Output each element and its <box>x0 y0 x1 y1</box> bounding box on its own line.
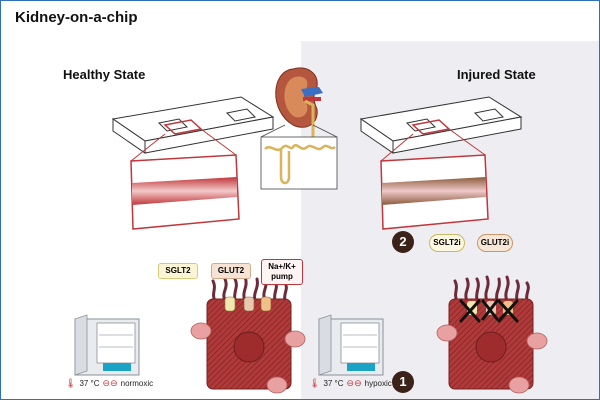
thermometer-icon: 🌡 <box>65 378 77 388</box>
injured-cell <box>436 275 548 394</box>
injured-conditions: 🌡 37 °C ⊖⊖ hypoxic <box>309 378 392 389</box>
healthy-cell <box>190 275 306 394</box>
label-glut2: GLUT2 <box>211 263 251 279</box>
oxygen-icon: ⊖⊖ <box>102 378 118 388</box>
injured-chip-device <box>359 96 523 154</box>
transporter-sglt2-icon <box>224 296 236 312</box>
injured-temperature: 37 °C <box>323 379 344 388</box>
healthy-temperature: 37 °C <box>79 379 100 388</box>
step-1-badge: 1 <box>392 371 414 393</box>
nephron-icon <box>260 124 338 190</box>
healthy-state-title: Healthy State <box>63 67 146 82</box>
kidney-icon <box>275 67 323 137</box>
label-sglt2: SGLT2 <box>158 263 198 279</box>
healthy-chip-device <box>111 96 275 154</box>
injured-zoom-lines <box>380 128 486 162</box>
step-2-badge: 2 <box>392 231 414 253</box>
injured-microvilli <box>453 275 530 303</box>
inhibitor-sglt2i: SGLT2i <box>429 234 465 252</box>
inhibitor-glut2i: GLUT2i <box>477 234 513 252</box>
transporter-glut2-icon <box>243 296 255 312</box>
injured-state-title: Injured State <box>457 67 536 82</box>
oxygen-icon: ⊖⊖ <box>346 378 362 388</box>
healthy-oxygen-level: normoxic <box>120 379 154 388</box>
healthy-incubator-icon <box>74 314 140 376</box>
figure-title: Kidney-on-a-chip <box>15 9 138 26</box>
label-nak-pump: Na+/K+ pump <box>261 259 303 285</box>
blocked-x-icon <box>459 299 519 323</box>
healthy-zoom-lines <box>130 128 237 162</box>
healthy-channel-zoom <box>130 154 240 230</box>
healthy-conditions: 🌡 37 °C ⊖⊖ normoxic <box>65 378 153 389</box>
injured-incubator-icon <box>318 314 384 376</box>
transporter-nak-pump-icon <box>260 296 272 312</box>
injured-neighbor-cells <box>436 324 548 394</box>
healthy-neighbor-cells <box>190 322 306 394</box>
injured-oxygen-level: hypoxic <box>364 379 392 388</box>
thermometer-icon: 🌡 <box>309 378 321 388</box>
injured-channel-zoom <box>380 154 489 230</box>
